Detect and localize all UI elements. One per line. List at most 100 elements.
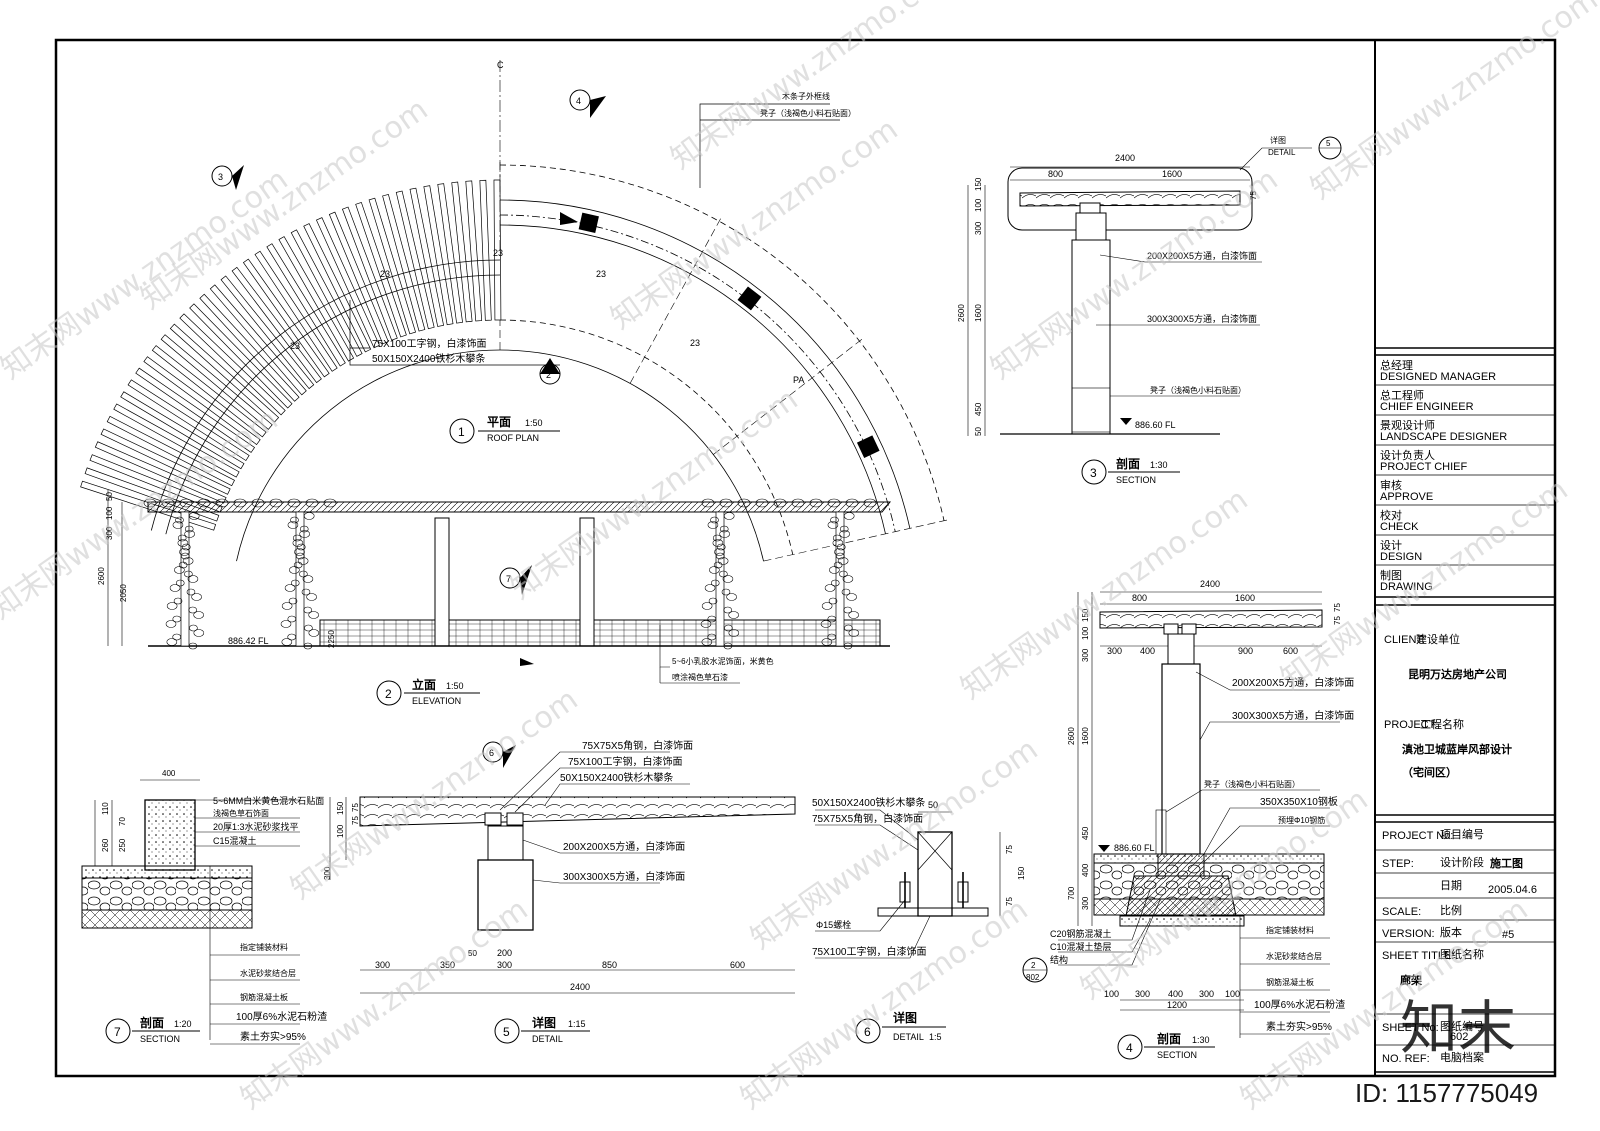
svg-text:详图: 详图 — [1270, 135, 1286, 145]
svg-text:喷涂褐色草石漆: 喷涂褐色草石漆 — [672, 672, 728, 682]
svg-text:5~6小乳胶水泥饰面，米黄色: 5~6小乳胶水泥饰面，米黄色 — [672, 656, 774, 666]
drawing-title-5: 5 详图 1:15 DETAIL — [494, 1015, 590, 1044]
svg-text:5~6MM白米黄色混水石贴面: 5~6MM白米黄色混水石贴面 — [213, 795, 324, 806]
svg-text:1: 1 — [458, 425, 465, 439]
svg-text:400: 400 — [1140, 646, 1155, 656]
svg-text:2250: 2250 — [327, 630, 336, 648]
svg-text:Φ15螺栓: Φ15螺栓 — [816, 919, 851, 930]
svg-text:23: 23 — [493, 248, 503, 258]
section-4: 2400 800 1600 75 75 300 400 200 900 600 … — [1022, 579, 1354, 1038]
svg-text:平面: 平面 — [487, 415, 511, 429]
svg-text:100: 100 — [105, 506, 114, 520]
role-label-en: LANDSCAPE DESIGNER — [1380, 431, 1507, 443]
svg-text:75X75X5角钢，白漆饰面: 75X75X5角钢，白漆饰面 — [812, 812, 923, 825]
svg-text:立面: 立面 — [412, 677, 436, 692]
svg-text:2600: 2600 — [957, 304, 966, 322]
svg-text:75: 75 — [1333, 603, 1342, 612]
row-value: #5 — [1502, 929, 1514, 941]
section-3: 2400 800 1600 75 150 100 300 1600 2600 4… — [957, 135, 1342, 436]
role-label-en: DESIGNED MANAGER — [1380, 371, 1496, 383]
row-label-en: NO. REF: — [1382, 1053, 1430, 1065]
svg-text:2400: 2400 — [1115, 153, 1135, 163]
svg-text:400: 400 — [1081, 863, 1090, 877]
svg-text:200X200X5方通，白漆饰面: 200X200X5方通，白漆饰面 — [1147, 250, 1257, 261]
row-label-en: VERSION: — [1382, 928, 1435, 940]
row-value: 廊架 — [1400, 973, 1422, 987]
role-label: 总经理 — [1380, 358, 1413, 372]
svg-text:75X75X5角钢，白漆饰面: 75X75X5角钢，白漆饰面 — [582, 739, 693, 752]
svg-text:50X150X2400铁杉木攀条: 50X150X2400铁杉木攀条 — [560, 771, 673, 784]
svg-text:1:30: 1:30 — [1150, 460, 1168, 470]
section-marker-4: 4 — [560, 89, 606, 225]
svg-text:300: 300 — [323, 866, 332, 880]
role-label: 审核 — [1380, 478, 1402, 492]
svg-text:1:5: 1:5 — [929, 1032, 942, 1042]
svg-text:150: 150 — [974, 177, 983, 191]
svg-text:4: 4 — [576, 96, 581, 106]
svg-text:DETAIL: DETAIL — [532, 1034, 563, 1044]
svg-text:800: 800 — [1048, 169, 1063, 179]
watermark-text: 知末网www.znzmo.com — [235, 892, 535, 1117]
svg-text:C10混凝土垫层: C10混凝土垫层 — [1050, 941, 1112, 952]
svg-text:2600: 2600 — [1067, 727, 1076, 745]
svg-text:ROOF PLAN: ROOF PLAN — [487, 433, 539, 443]
svg-text:5: 5 — [503, 1025, 510, 1039]
svg-text:350: 350 — [440, 960, 455, 970]
center-mark: C — [497, 60, 504, 70]
role-label: 校对 — [1380, 508, 1402, 522]
role-label-en: PROJECT CHIEF — [1380, 461, 1467, 473]
svg-text:23: 23 — [290, 341, 300, 351]
svg-text:7: 7 — [506, 574, 511, 584]
svg-text:75: 75 — [1249, 191, 1258, 200]
svg-text:100: 100 — [1081, 626, 1090, 640]
svg-text:23: 23 — [690, 338, 700, 348]
svg-text:1600: 1600 — [1235, 593, 1255, 603]
svg-text:20厚1:3水泥砂浆找平: 20厚1:3水泥砂浆找平 — [213, 821, 299, 832]
svg-text:100: 100 — [336, 824, 345, 838]
note-i-beam: 75X100工字钢，白漆饰面 — [372, 337, 486, 350]
svg-text:300: 300 — [1107, 646, 1122, 656]
row-label: 设计阶段 — [1440, 855, 1484, 869]
svg-text:450: 450 — [974, 402, 983, 416]
svg-text:600: 600 — [730, 960, 745, 970]
svg-text:150: 150 — [1017, 866, 1026, 880]
svg-text:300: 300 — [375, 960, 390, 970]
svg-text:110: 110 — [101, 802, 110, 815]
watermark-text: 知末网www.znzmo.com — [665, 0, 965, 177]
svg-text:50X150X2400铁杉木攀条: 50X150X2400铁杉木攀条 — [812, 796, 925, 809]
svg-text:802: 802 — [1026, 973, 1040, 982]
role-label: 设计负责人 — [1380, 448, 1435, 462]
row-value: 2005.04.6 — [1488, 884, 1537, 896]
svg-text:指定铺装材料: 指定铺装材料 — [1266, 925, 1314, 935]
svg-text:2050: 2050 — [119, 584, 128, 602]
svg-text:50: 50 — [105, 492, 114, 501]
svg-text:DETAIL: DETAIL — [893, 1032, 924, 1042]
detail-5: 75 150 75 100 300 75X75X5角钢，白漆饰面 75X100工… — [323, 739, 796, 994]
project-subname: （宅间区） — [1402, 765, 1457, 779]
svg-text:2: 2 — [546, 370, 551, 380]
svg-text:浅褐色草石饰面: 浅褐色草石饰面 — [213, 808, 269, 818]
role-label-en: DRAWING — [1380, 581, 1433, 593]
detail-6: 50 75 150 75 50X150X2400铁杉木攀条 75X75X5角钢，… — [812, 796, 1026, 959]
elevation-level: 886.42 FL — [228, 636, 269, 646]
svg-text:100厚6%水泥石粉渣: 100厚6%水泥石粉渣 — [236, 1010, 327, 1023]
svg-text:100: 100 — [1225, 989, 1240, 999]
svg-text:100: 100 — [1104, 989, 1119, 999]
svg-text:1600: 1600 — [1162, 169, 1182, 179]
svg-text:1:50: 1:50 — [446, 681, 464, 691]
svg-text:75: 75 — [1005, 845, 1014, 854]
svg-text:3: 3 — [218, 172, 223, 182]
project-name: 滇池卫城蓝岸风部设计 — [1402, 742, 1512, 756]
svg-text:素土夯实>95%: 素土夯实>95% — [240, 1030, 306, 1043]
section-marker-2: 2 — [539, 358, 561, 385]
svg-text:300: 300 — [974, 221, 983, 235]
svg-text:23: 23 — [380, 269, 390, 279]
svg-text:300: 300 — [1081, 896, 1090, 910]
svg-text:详图: 详图 — [532, 1015, 556, 1030]
svg-text:1:20: 1:20 — [174, 1019, 192, 1029]
role-label: 设计 — [1380, 539, 1402, 552]
svg-text:900: 900 — [1238, 646, 1253, 656]
svg-text:200X200X5方通，白漆饰面: 200X200X5方通，白漆饰面 — [563, 840, 685, 853]
svg-text:700: 700 — [1067, 886, 1076, 900]
